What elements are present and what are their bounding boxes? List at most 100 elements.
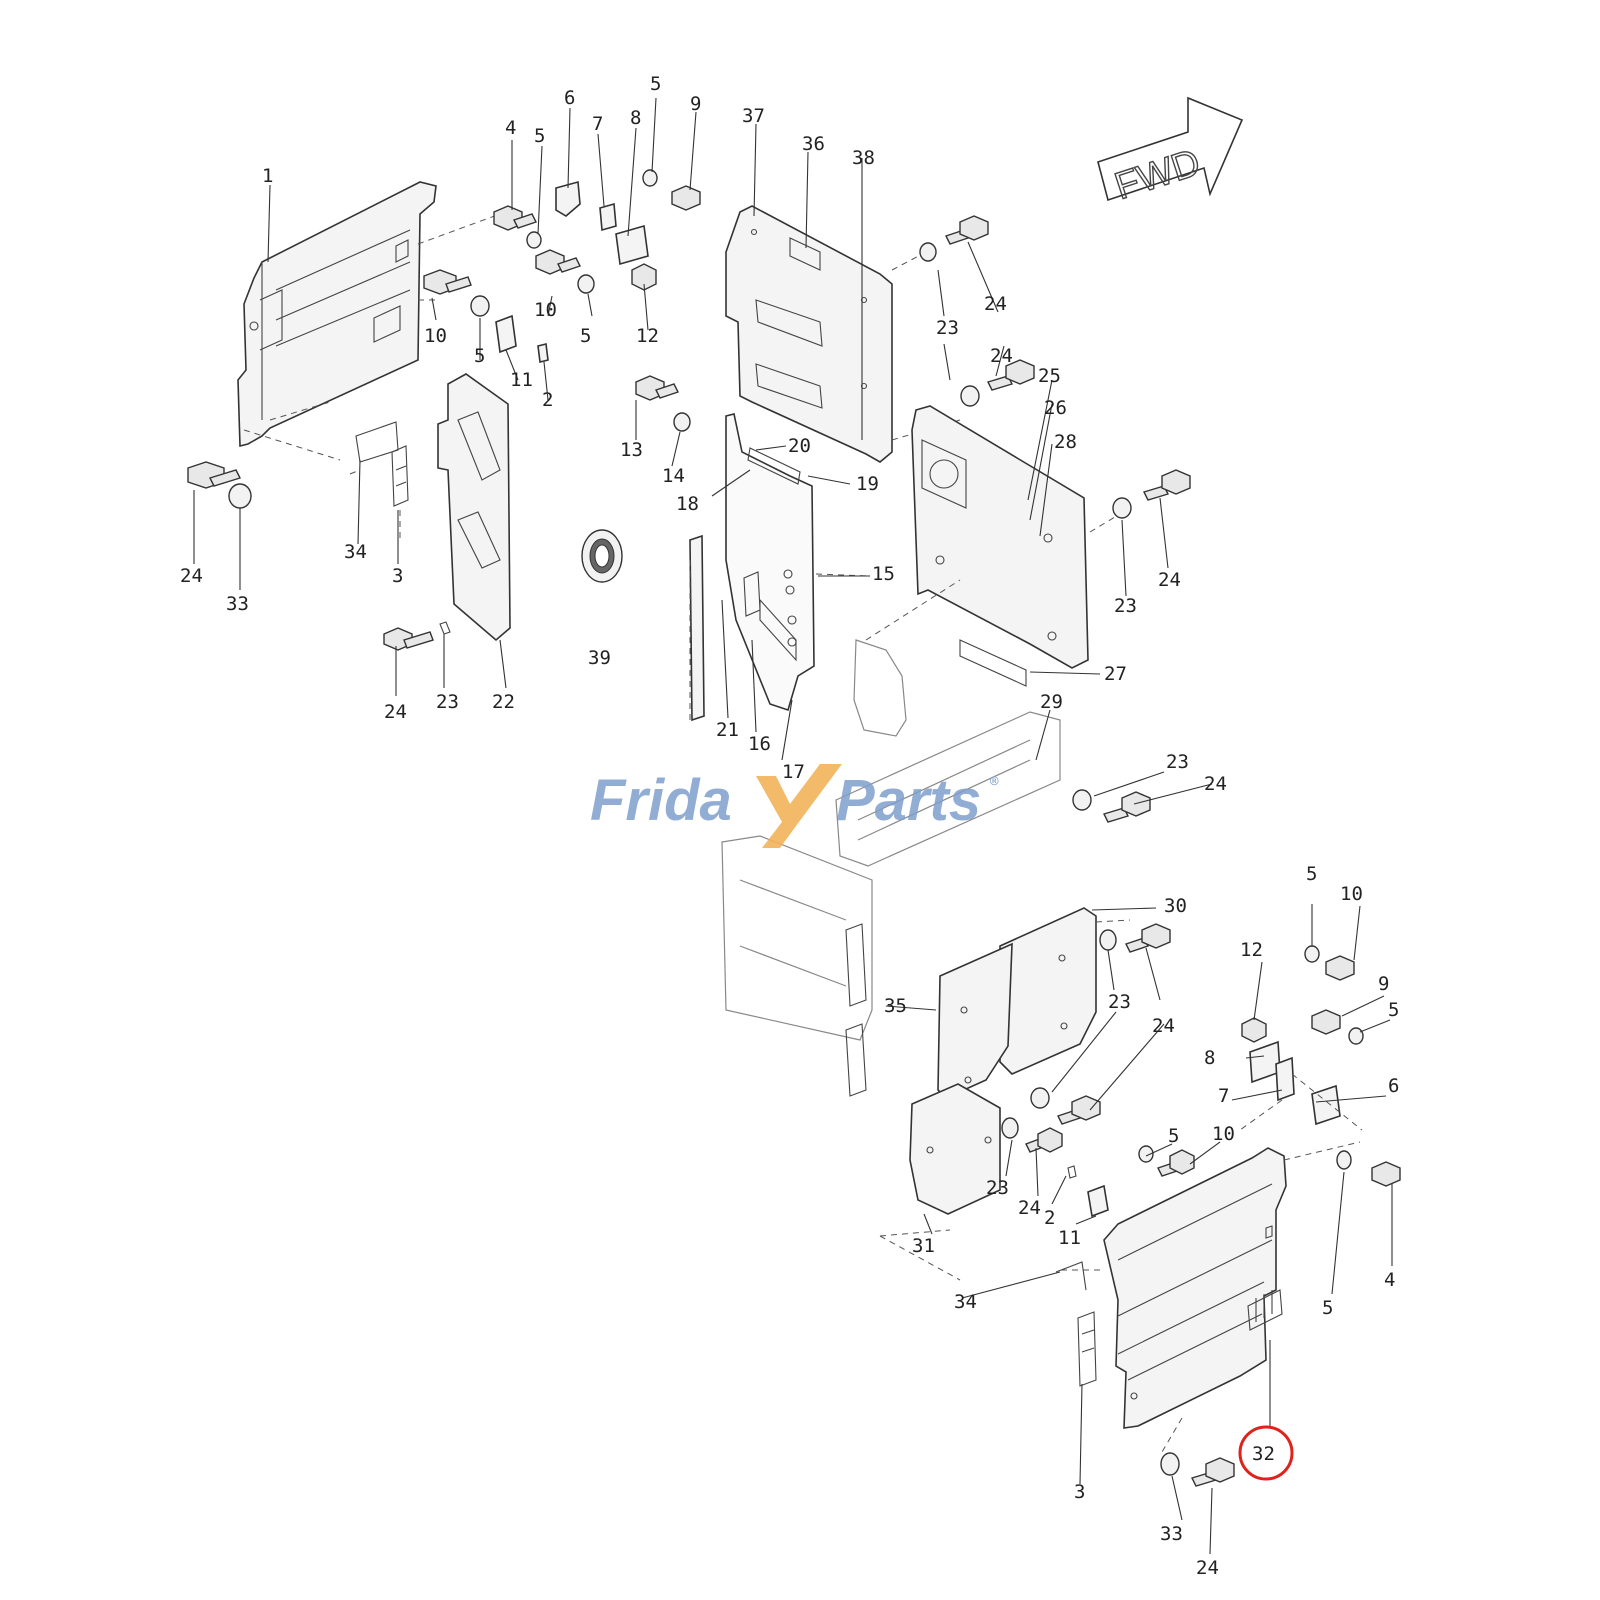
callout-24: 24 xyxy=(1018,1197,1041,1219)
callout-32-highlighted: 32 xyxy=(1252,1443,1275,1465)
callout-2: 2 xyxy=(542,389,553,411)
side-door-panel-1 xyxy=(237,181,437,448)
callout-6: 6 xyxy=(564,87,575,109)
callout-5: 5 xyxy=(534,125,545,147)
center-hardware xyxy=(635,375,691,432)
callout-16: 16 xyxy=(748,733,771,755)
upper-latch-assembly xyxy=(493,169,701,294)
callout-26: 26 xyxy=(1044,397,1067,419)
center-frame-15 xyxy=(689,413,871,722)
callout-5: 5 xyxy=(650,73,661,95)
callout-17: 17 xyxy=(782,761,805,783)
side-door-panel-32 xyxy=(1060,1141,1361,1453)
frame29-hardware xyxy=(1072,789,1151,823)
leader-lines xyxy=(193,97,1393,1555)
seal-39 xyxy=(581,529,623,583)
callout-5: 5 xyxy=(1388,999,1399,1021)
callout-38: 38 xyxy=(852,147,875,169)
callout-11: 11 xyxy=(1058,1227,1081,1249)
callout-33: 33 xyxy=(226,593,249,615)
callout-23: 23 xyxy=(1108,991,1131,1013)
callout-36: 36 xyxy=(802,133,825,155)
callout-27: 27 xyxy=(1104,663,1127,685)
callout-15: 15 xyxy=(872,563,895,585)
callout-23: 23 xyxy=(1114,595,1137,617)
bracket-22 xyxy=(349,373,511,651)
callout-1: 1 xyxy=(262,165,273,187)
callout-9: 9 xyxy=(690,93,701,115)
callout-24: 24 xyxy=(990,345,1013,367)
callout-22: 22 xyxy=(492,691,515,713)
callout-23: 23 xyxy=(1166,751,1189,773)
callout-21: 21 xyxy=(716,719,739,741)
callout-23: 23 xyxy=(936,317,959,339)
callout-35: 35 xyxy=(884,995,907,1017)
cover30-hardware xyxy=(1030,923,1171,1125)
callout-39: 39 xyxy=(588,647,611,669)
callout-13: 13 xyxy=(620,439,643,461)
lower-latch-assembly xyxy=(1239,945,1364,1131)
callout-10: 10 xyxy=(534,299,557,321)
callout-19: 19 xyxy=(856,473,879,495)
callout-10: 10 xyxy=(424,325,447,347)
callout-24: 24 xyxy=(1152,1015,1175,1037)
callout-4: 4 xyxy=(1384,1269,1395,1291)
callout-7: 7 xyxy=(1218,1085,1229,1107)
callout-5: 5 xyxy=(580,325,591,347)
callout-5: 5 xyxy=(474,345,485,367)
callout-14: 14 xyxy=(662,465,685,487)
callout-5: 5 xyxy=(1168,1125,1179,1147)
callout-9: 9 xyxy=(1378,973,1389,995)
cover25-hardware xyxy=(1112,469,1191,519)
highlight-circle xyxy=(1238,1425,1294,1481)
callout-12: 12 xyxy=(636,325,659,347)
callout-28: 28 xyxy=(1054,431,1077,453)
callout-2: 2 xyxy=(1044,1207,1055,1229)
callout-10: 10 xyxy=(1212,1123,1235,1145)
callout-18: 18 xyxy=(676,493,699,515)
callout-31: 31 xyxy=(912,1235,935,1257)
callout-7: 7 xyxy=(592,113,603,135)
callout-20: 20 xyxy=(788,435,811,457)
callout-24: 24 xyxy=(384,701,407,723)
frame-29 xyxy=(721,711,1061,1097)
callout-3: 3 xyxy=(392,565,403,587)
cover-panel-31 xyxy=(879,1083,1001,1281)
callout-5: 5 xyxy=(1322,1297,1333,1319)
callout-8: 8 xyxy=(1204,1047,1215,1069)
callout-30: 30 xyxy=(1164,895,1187,917)
callout-4: 4 xyxy=(505,117,516,139)
callout-12: 12 xyxy=(1240,939,1263,961)
callout-34: 34 xyxy=(344,541,367,563)
callout-24: 24 xyxy=(984,293,1007,315)
callout-25: 25 xyxy=(1038,365,1061,387)
callout-29: 29 xyxy=(1040,691,1063,713)
callout-24: 24 xyxy=(1158,569,1181,591)
callout-33: 33 xyxy=(1160,1523,1183,1545)
callout-37: 37 xyxy=(742,105,765,127)
callout-3: 3 xyxy=(1074,1481,1085,1503)
callout-24: 24 xyxy=(180,565,203,587)
fwd-direction-arrow: FWD xyxy=(1097,96,1244,209)
fridayparts-watermark: Frida Parts ® xyxy=(590,764,999,848)
callout-11: 11 xyxy=(510,369,533,391)
fwd-label: FWD xyxy=(1110,141,1205,208)
ghost-plate xyxy=(853,639,907,737)
cover36-hardware xyxy=(919,215,1035,407)
callout-6: 6 xyxy=(1388,1075,1399,1097)
callout-24: 24 xyxy=(1196,1557,1219,1579)
callout-23: 23 xyxy=(436,691,459,713)
panel1-hardware xyxy=(187,213,549,509)
callout-5: 5 xyxy=(1306,863,1317,885)
cover31-hardware xyxy=(1001,1117,1109,1218)
watermark-logo-y xyxy=(756,764,842,848)
watermark-part1: Frida xyxy=(590,768,732,833)
callout-24: 24 xyxy=(1204,773,1227,795)
watermark-registered-mark: ® xyxy=(990,774,999,790)
watermark-part2: Parts xyxy=(836,768,981,833)
panel32-hardware xyxy=(1055,1145,1401,1487)
cover-panel-30 xyxy=(937,907,1131,1099)
callout-23: 23 xyxy=(986,1177,1009,1199)
callout-8: 8 xyxy=(630,107,641,129)
